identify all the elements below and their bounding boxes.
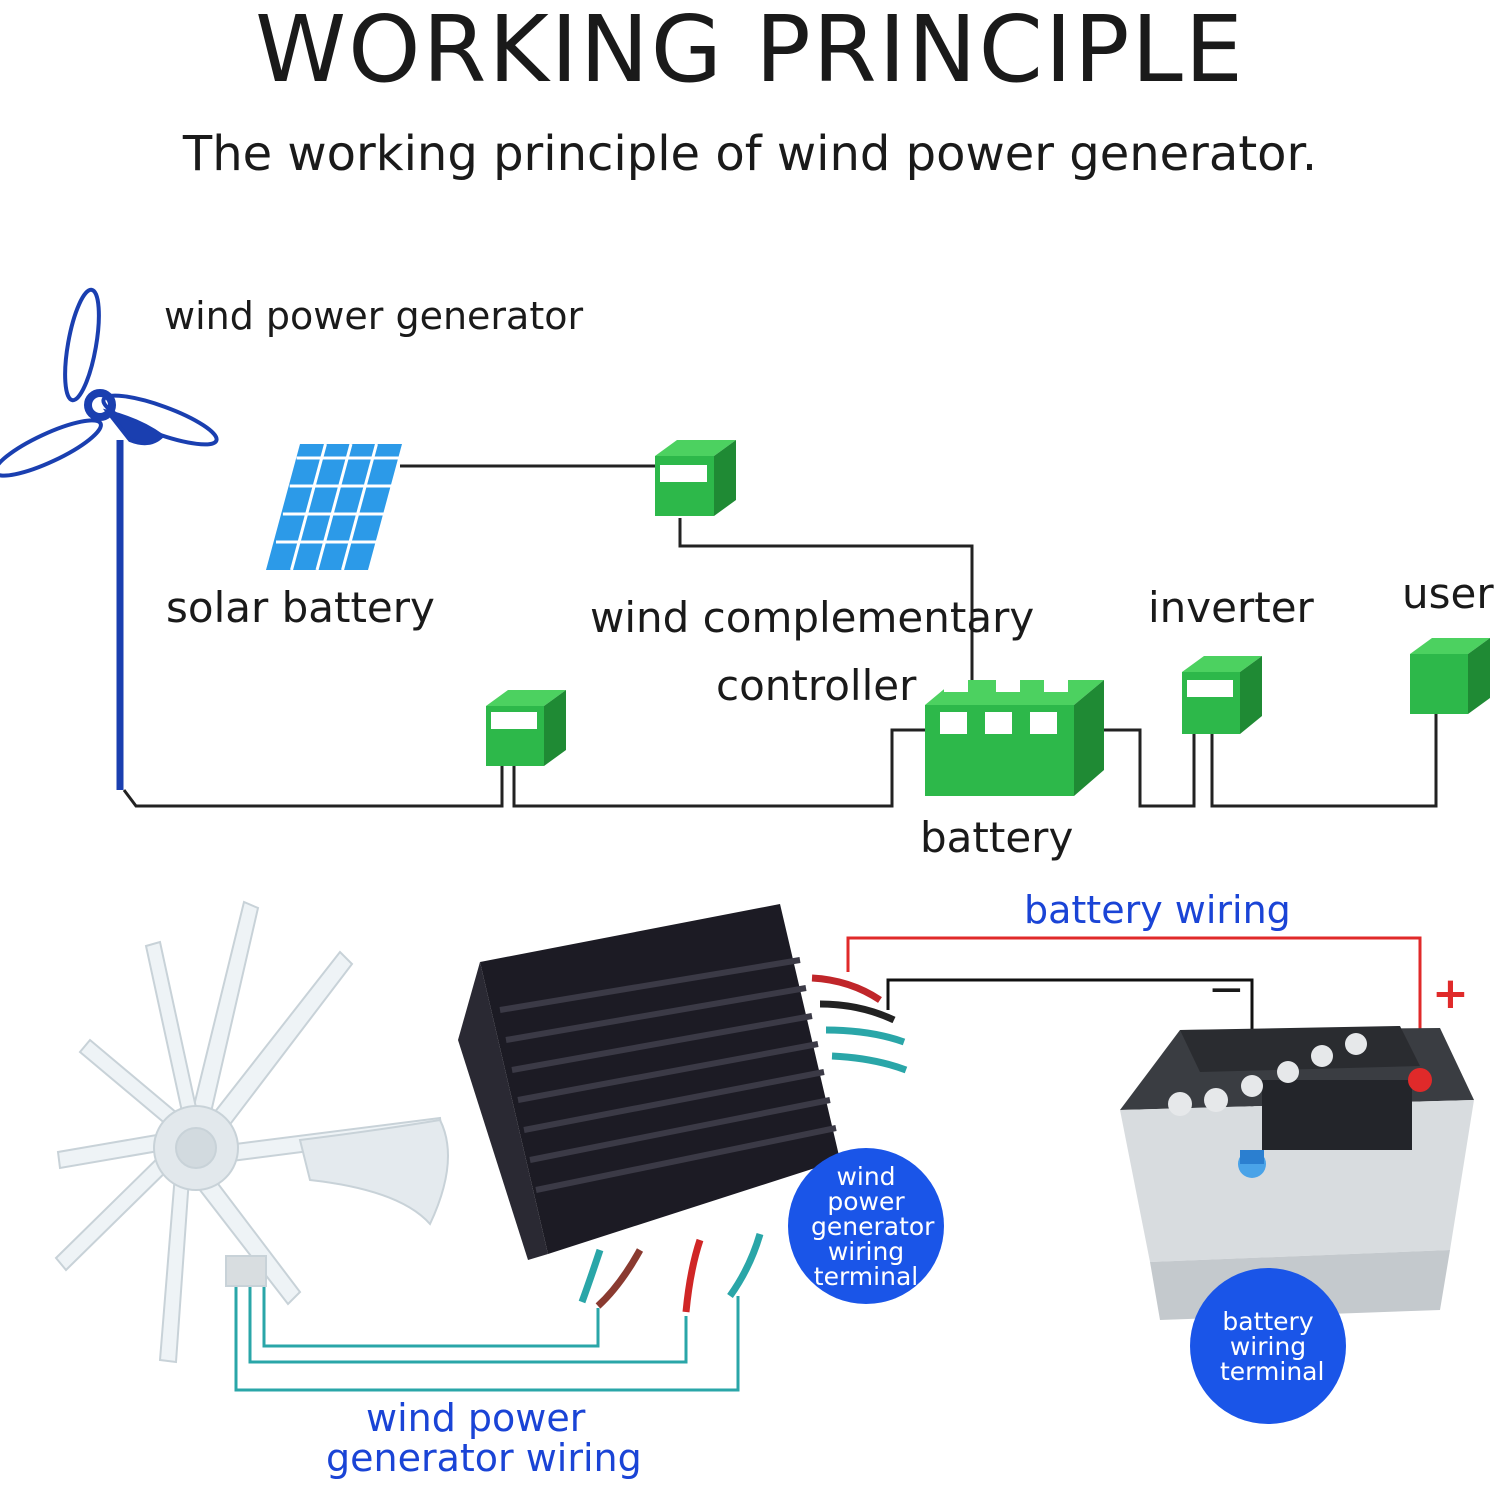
badge-battery-terminal-text: battery wiring terminal	[1220, 1306, 1325, 1386]
controller-box-icon	[655, 440, 736, 516]
label-inverter: inverter	[1148, 583, 1314, 632]
label-solar-battery: solar battery	[166, 583, 435, 632]
label-controller-line2: controller	[716, 661, 917, 710]
small-wind-turbine-icon	[54, 900, 449, 1364]
label-battery-wiring: battery wiring	[1024, 888, 1291, 932]
label-user: user	[1402, 569, 1494, 618]
wire-controller-battery	[678, 518, 974, 680]
generator-wiring	[234, 1280, 740, 1392]
badge-generator-terminal: wind power generator wiring terminal	[788, 1148, 944, 1304]
page-subtitle: The working principle of wind power gene…	[182, 126, 1318, 182]
label-plus: +	[1432, 968, 1469, 1019]
label-controller-line1: wind complementary	[590, 593, 1035, 642]
controller-heatsink-icon	[458, 904, 908, 1313]
small-controller-box-icon	[486, 690, 566, 766]
wire-red-positive	[846, 936, 1422, 1072]
wire-inverter-user	[1210, 712, 1438, 808]
wind-turbine-icon	[0, 287, 219, 790]
label-wiring-line1: wind power	[366, 1396, 586, 1440]
inverter-box-icon	[1182, 656, 1262, 734]
solar-panel-icon	[266, 443, 402, 571]
badge-generator-terminal-text: wind power generator wiring terminal	[811, 1161, 935, 1291]
page-title: WORKING PRINCIPLE	[255, 0, 1245, 103]
wire-turbine-box	[122, 766, 504, 808]
user-box-icon	[1410, 638, 1490, 714]
label-minus: −	[1208, 964, 1245, 1015]
wire-box-battery	[512, 728, 925, 808]
schematic-wiring	[122, 464, 1438, 808]
battery-box-icon	[925, 680, 1104, 796]
badge-battery-terminal: battery wiring terminal	[1190, 1268, 1346, 1424]
label-battery: battery	[920, 813, 1074, 862]
wire-battery-inverter	[1104, 728, 1196, 808]
label-wiring-line2: generator wiring	[326, 1436, 642, 1480]
label-wind-power-generator: wind power generator	[164, 294, 584, 338]
